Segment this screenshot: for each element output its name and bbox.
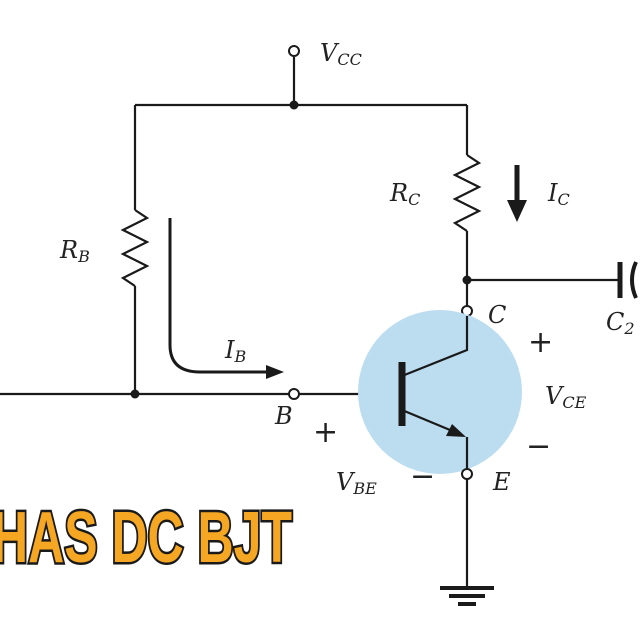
- vce-minus-sign: −: [526, 429, 551, 464]
- vbe-plus-sign: +: [313, 415, 338, 450]
- base-terminal: [288, 388, 300, 400]
- vcc-terminal: [288, 45, 300, 57]
- ic-arrow-head-icon: [507, 200, 527, 222]
- vce-label: VCE: [545, 382, 587, 412]
- rc-label: RC: [389, 179, 420, 209]
- base-label: B: [274, 402, 293, 430]
- emitter-label: E: [492, 468, 511, 496]
- transistor-collector-lead: [401, 316, 469, 378]
- rc-resistor: [452, 154, 482, 232]
- vbe-minus-sign: −: [410, 459, 435, 494]
- ic-label: IC: [547, 179, 570, 209]
- emitter-terminal: [461, 468, 473, 480]
- capacitor-label: C2: [606, 308, 635, 338]
- ground-icon: [440, 586, 494, 606]
- emitter-arrow-icon: [446, 424, 466, 437]
- vce-plus-sign: +: [528, 325, 553, 360]
- banner-title: HAS DC BJT: [0, 498, 292, 578]
- rb-resistor: [120, 209, 150, 287]
- ib-arrow-head-icon: [266, 365, 284, 379]
- rb-label: RB: [59, 236, 90, 266]
- vcc-label: VCC: [320, 39, 362, 69]
- vbe-label: VBE: [336, 468, 377, 498]
- ib-label: IB: [224, 336, 246, 366]
- transistor-body: [358, 310, 522, 474]
- ib-current-arrow: [168, 218, 270, 374]
- capacitor-plate-right: [630, 261, 638, 299]
- collector-label: C: [488, 301, 506, 329]
